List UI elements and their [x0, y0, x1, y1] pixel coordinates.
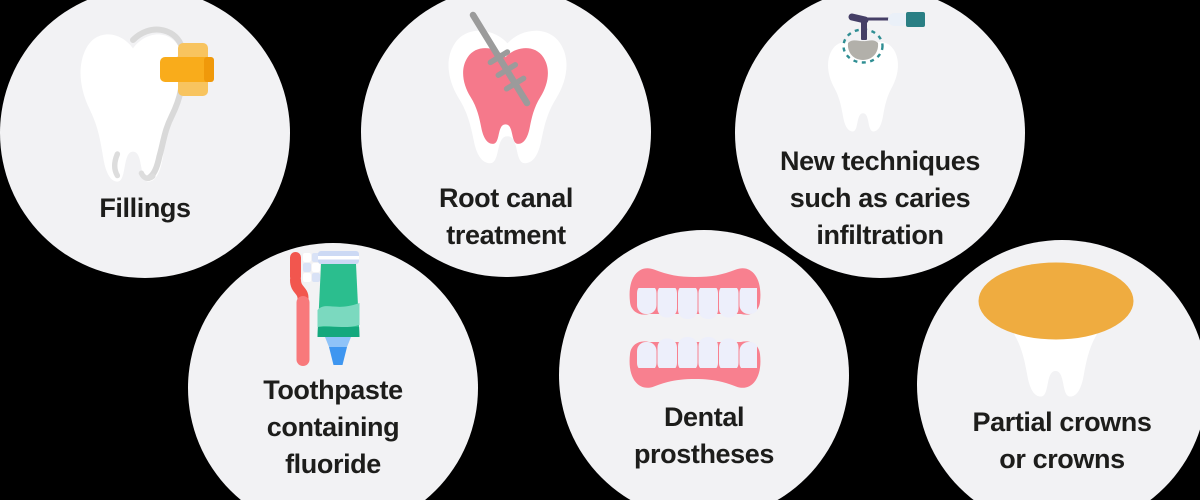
- caries-cavity: [847, 40, 879, 60]
- infiltration-dashed-outline: [842, 28, 884, 64]
- card-toothpaste: Toothpaste containing fluoride: [188, 243, 478, 500]
- card-caries-infiltration: New techniques such as caries infiltrati…: [735, 0, 1025, 278]
- tooth-with-filling-icon: [80, 26, 214, 182]
- denture-teeth-row: [637, 288, 757, 319]
- card-root-canal: Root canal treatment: [361, 0, 651, 277]
- filling-plaster: [160, 43, 214, 96]
- card-crowns-label: Partial crowns or crowns: [972, 407, 1152, 474]
- tooth-caries-drill-icon: [828, 12, 925, 132]
- tooth-body: [80, 34, 186, 182]
- card-root-canal-label: Root canal treatment: [438, 183, 574, 250]
- upper-denture: [629, 268, 761, 319]
- tube-cap: [325, 337, 351, 347]
- dentures-icon: [629, 268, 761, 392]
- card-caries-infiltration-label: New techniques such as caries infiltrati…: [780, 146, 980, 250]
- crown-cap: [978, 262, 1134, 340]
- tooth-pulp: [463, 48, 548, 144]
- card-fillings-label: Fillings: [99, 193, 191, 223]
- lower-denture: [630, 337, 761, 388]
- root-canal-file-needle: [469, 11, 531, 107]
- card-crowns: Partial crowns or crowns: [917, 240, 1200, 500]
- dental-drill-handpiece: [848, 12, 925, 40]
- bristles: [303, 253, 320, 282]
- toothpaste-tube: [317, 251, 360, 365]
- card-prostheses: Dental prostheses: [559, 230, 849, 500]
- card-toothpaste-label: Toothpaste containing fluoride: [263, 375, 403, 479]
- toothbrush-and-toothpaste-icon: [290, 251, 360, 366]
- card-prostheses-label: Dental prostheses: [633, 402, 775, 469]
- card-fillings: Fillings: [0, 0, 290, 278]
- tooth-body: [828, 41, 898, 132]
- toothbrush: [290, 252, 320, 366]
- tooth-root-canal-needle-icon: [448, 11, 567, 164]
- tooth-with-crown-icon: [978, 262, 1134, 397]
